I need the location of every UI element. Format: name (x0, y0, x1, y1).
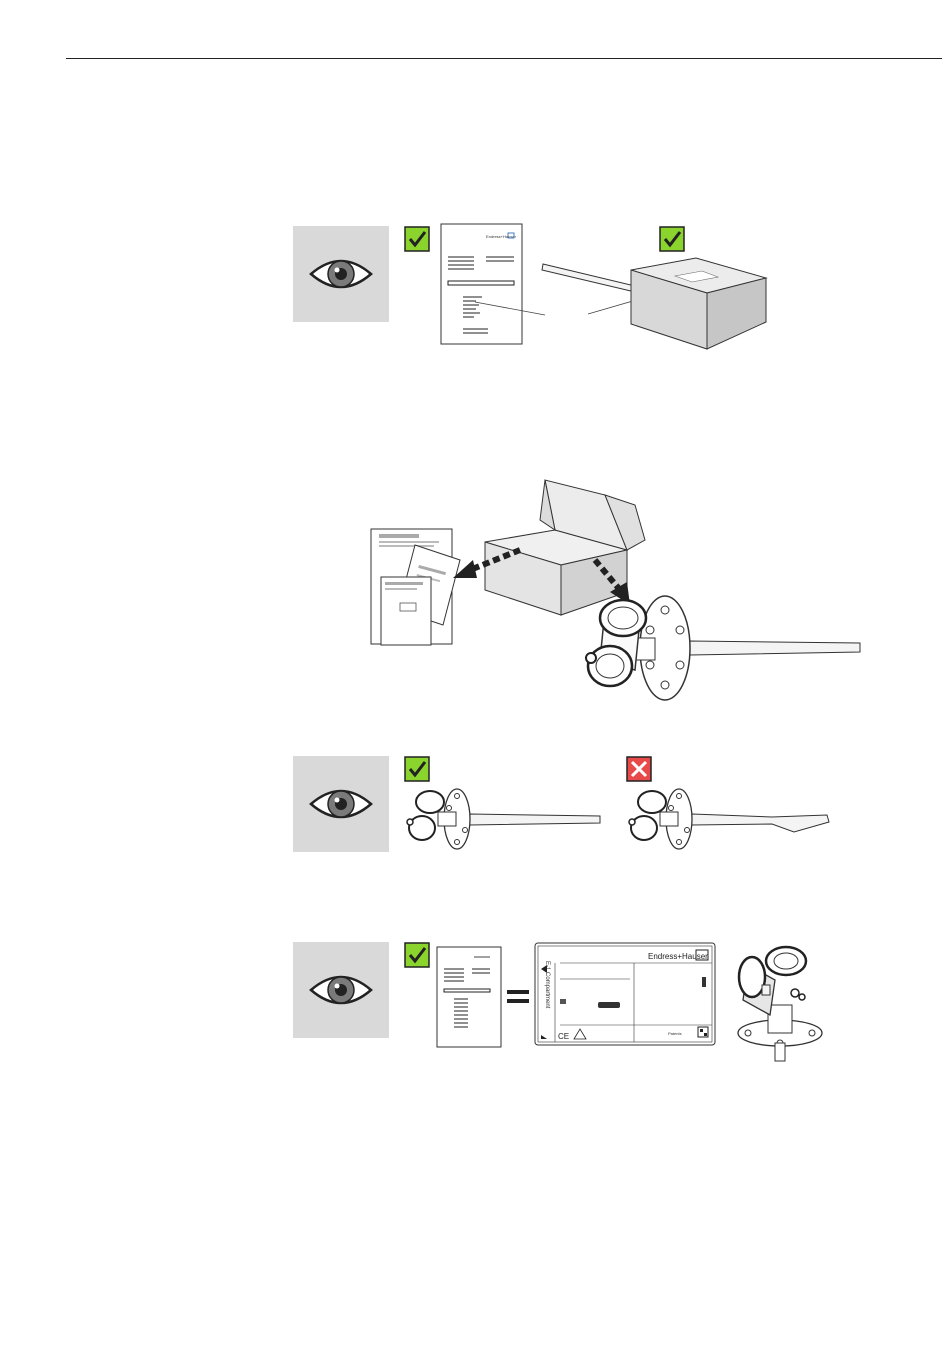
eye-icon (293, 756, 389, 852)
documents-stack (371, 529, 460, 645)
undamaged-device (400, 782, 605, 852)
damaged-device (622, 782, 832, 852)
nameplate: Endress+Hauser E-1 Compartment CE Patent… (535, 943, 715, 1045)
delivery-note (437, 947, 501, 1047)
shipping-box (631, 258, 766, 349)
nameplate-patents: Patents (668, 1031, 682, 1036)
delivery-note: Endress+Hauser (441, 224, 522, 344)
eye-panel (293, 226, 389, 322)
check-icon (404, 942, 430, 968)
device-with-flange (586, 596, 860, 700)
eye-panel (293, 756, 389, 852)
cross-icon (626, 756, 652, 782)
check-icon (404, 226, 430, 252)
header-rule (66, 58, 942, 59)
nameplate-comparison: Endress+Hauser E-1 Compartment CE Patent… (430, 935, 845, 1065)
delivery-note-and-box: Endress+Hauser (430, 220, 780, 355)
check-icon (404, 756, 430, 782)
eye-icon (293, 942, 389, 1038)
nameplate-ce-mark: CE (558, 1032, 569, 1041)
equals-sign (507, 990, 529, 1003)
eye-icon (293, 226, 389, 322)
unpacking-illustration (365, 470, 865, 710)
device-upright (738, 947, 822, 1061)
eye-panel (293, 942, 389, 1038)
probe-rod (542, 264, 635, 292)
